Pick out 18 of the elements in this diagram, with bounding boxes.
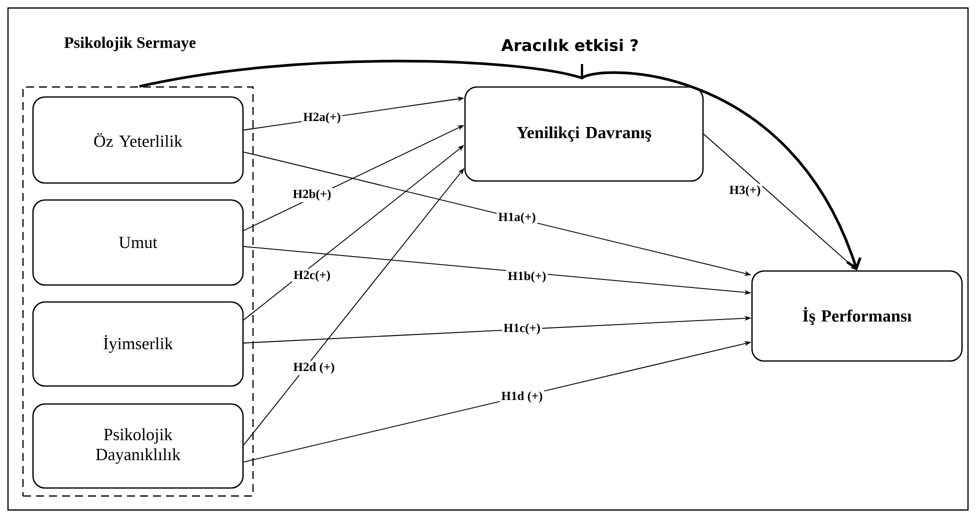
concept-box: İş Performansı: [751, 270, 963, 362]
edge-label: H3(+): [728, 184, 762, 198]
node-label: Psikolojik Sermaye: [64, 36, 196, 52]
edge-label: H2a(+): [302, 110, 342, 126]
concept-box: Umut: [32, 199, 244, 286]
concept-box: İyimserlik: [32, 301, 244, 387]
curved-arrow: [139, 60, 862, 270]
concept-box: Yenilikçi Davranış: [464, 86, 704, 182]
edge-label: H1a(+): [496, 210, 538, 226]
edge-label: Aracılık etkisi ?: [500, 37, 640, 53]
edge-label: H2c(+): [292, 268, 332, 284]
concept-box: Psikolojik Dayanıklılık: [32, 403, 244, 489]
edge-label: H1b(+): [506, 270, 548, 284]
edge-label: H1d (+): [500, 390, 544, 404]
edge-label: H2b(+): [291, 188, 333, 202]
concept-box: Öz Yeterlilik: [32, 96, 244, 184]
edge-label: H2d (+): [292, 360, 336, 376]
edge-label: H1c(+): [502, 322, 542, 336]
